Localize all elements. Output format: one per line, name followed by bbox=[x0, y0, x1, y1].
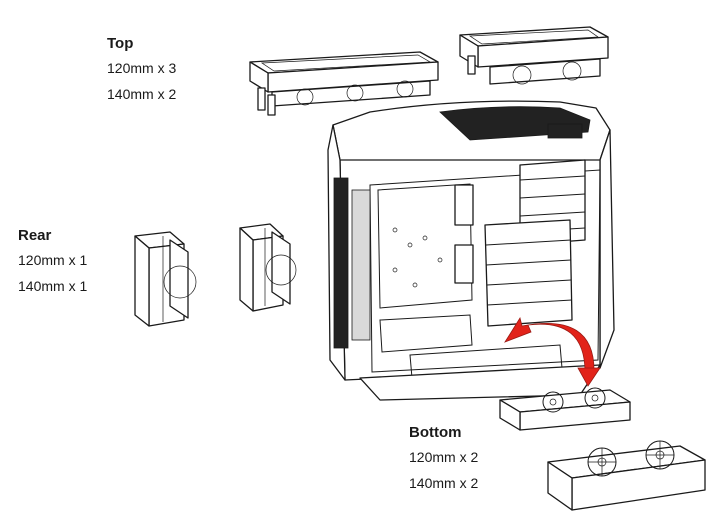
bottom-radiator-120mm bbox=[499, 387, 631, 431]
rear-radiator-140mm bbox=[239, 223, 297, 312]
top-label-line2: 140mm x 2 bbox=[107, 86, 177, 102]
bottom-label-group: Bottom 120mm x 2 140mm x 2 bbox=[409, 423, 478, 495]
rear-radiator-120mm bbox=[134, 231, 197, 327]
drive-cage bbox=[484, 159, 586, 327]
bottom-label-line1: 120mm x 2 bbox=[409, 449, 479, 465]
install-direction-arrow bbox=[504, 316, 601, 387]
top-radiator-140mm bbox=[459, 26, 609, 85]
rear-label-line1: 120mm x 1 bbox=[18, 252, 88, 268]
rear-label-group: Rear 120mm x 1 140mm x 1 bbox=[18, 226, 87, 298]
top-label-group: Top 120mm x 3 140mm x 2 bbox=[107, 34, 176, 106]
rear-label-title: Rear bbox=[18, 227, 52, 244]
pc-case bbox=[327, 100, 615, 401]
bottom-radiator-140mm bbox=[547, 440, 706, 511]
top-label-line1: 120mm x 3 bbox=[107, 60, 177, 76]
top-radiator-120mm bbox=[249, 51, 439, 116]
top-label-title: Top bbox=[107, 35, 134, 52]
bottom-label-line2: 140mm x 2 bbox=[409, 475, 479, 491]
bottom-label-title: Bottom bbox=[409, 424, 462, 441]
rear-label-line2: 140mm x 1 bbox=[18, 278, 88, 294]
